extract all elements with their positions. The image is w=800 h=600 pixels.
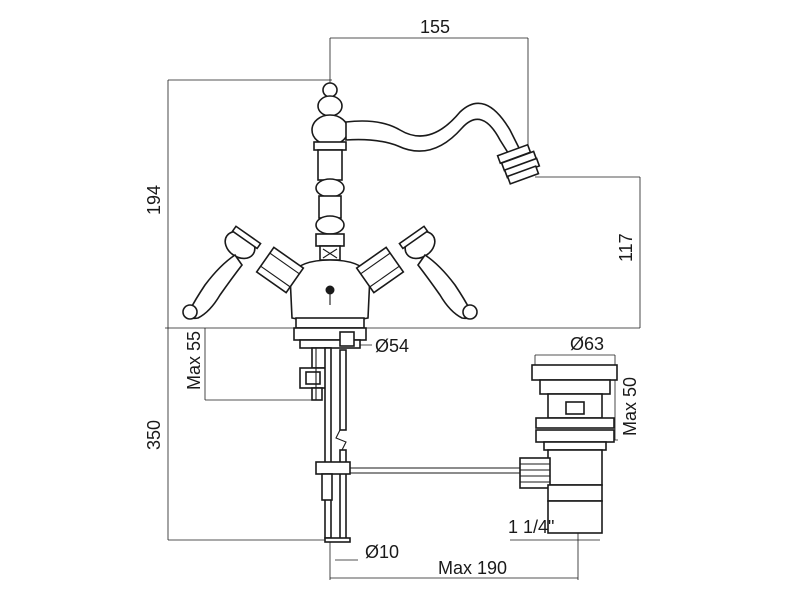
dim-max-waste-top: Max 50 xyxy=(620,377,640,436)
dim-rod-diameter: Ø10 xyxy=(365,542,399,562)
dim-spout-reach: 155 xyxy=(420,17,450,37)
right-handle xyxy=(355,225,478,320)
underdeck-assembly xyxy=(299,347,520,543)
left-handle xyxy=(182,225,305,320)
dim-max-rod-reach: Max 190 xyxy=(438,558,507,578)
dim-spout-height: 117 xyxy=(616,233,636,262)
dimension-labels: 155 194 117 Max 55 Ø54 Ø63 Max 50 350 1 … xyxy=(144,17,640,578)
dim-waste-diameter: Ø63 xyxy=(570,334,604,354)
swan-neck-spout xyxy=(345,102,541,185)
dimension-lines xyxy=(165,37,641,580)
dim-base-diameter: Ø54 xyxy=(375,336,409,356)
dim-total-height: 194 xyxy=(144,185,164,215)
pop-up-waste xyxy=(519,364,618,534)
dim-under-length: 350 xyxy=(144,420,164,450)
mixer-body xyxy=(289,82,371,349)
dim-max-deck-top: Max 55 xyxy=(184,331,204,390)
dim-waste-thread: 1 1/4" xyxy=(508,517,554,537)
